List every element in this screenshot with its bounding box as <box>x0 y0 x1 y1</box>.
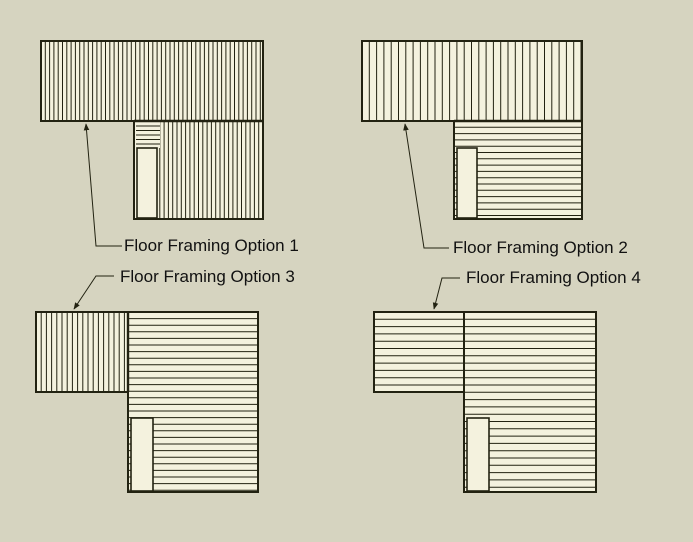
option-3-right-wing-outline <box>127 311 259 493</box>
option-1-top-wing <box>40 40 264 122</box>
option-1-top-wing-joists <box>44 41 261 121</box>
plan-option-1 <box>40 40 264 247</box>
option-3-label: Floor Framing Option 3 <box>120 267 295 286</box>
plan-option-3 <box>35 275 259 493</box>
option-3-left-wing <box>35 311 129 393</box>
option-4-right-wing-joists <box>464 318 596 488</box>
option-1-leader <box>83 123 122 247</box>
option-1-label: Floor Framing Option 1 <box>124 236 299 255</box>
option-1-stair-opening <box>136 147 158 219</box>
option-2-top-wing <box>361 40 583 122</box>
option-4-right-wing <box>463 311 597 493</box>
option-4-left-wing-fill <box>374 312 464 392</box>
option-3-stair-opening <box>130 417 154 492</box>
option-3-leader <box>73 275 114 310</box>
option-2-stair-opening <box>456 147 478 219</box>
option-4-leader <box>432 277 460 310</box>
option-2-leader <box>403 123 449 249</box>
option-4-left-wing-joists <box>374 318 464 386</box>
option-4-right-wing-outline <box>463 311 597 493</box>
option-4-label: Floor Framing Option 4 <box>466 268 641 287</box>
option-4-stair-opening <box>466 417 490 492</box>
option-3-left-wing-joists <box>40 312 125 392</box>
plan-option-2 <box>361 40 583 249</box>
option-4-left-wing <box>373 311 465 393</box>
option-2-label: Floor Framing Option 2 <box>453 238 628 257</box>
plan-option-4 <box>373 277 597 493</box>
